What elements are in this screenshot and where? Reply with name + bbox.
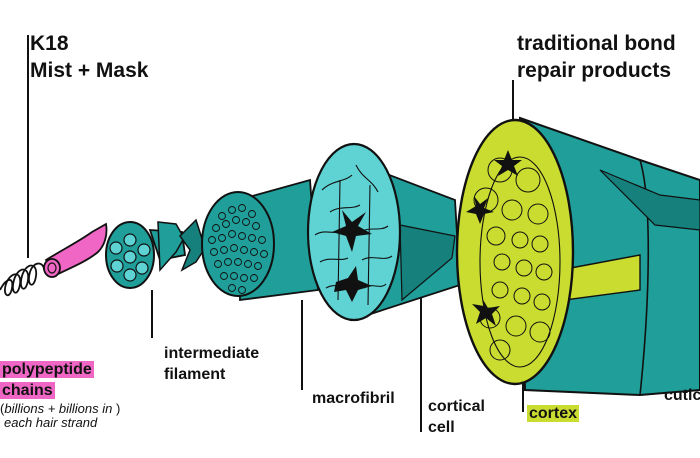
cortical-label-line2: cell [428,419,455,436]
cortex-label-text: cortex [527,405,580,422]
k18-label: K18 Mist + Mask [30,30,148,84]
traditional-label: traditional bond repair products [517,30,676,84]
cortical-label-line1: cortical [428,398,485,415]
intermediate-label-line1: intermediate [164,345,260,362]
polypeptide-note-line1: billions + billions in [4,401,113,416]
cortical-cell [306,142,461,322]
macrofibril-bundle [179,178,319,302]
polypeptide-coil [0,262,45,297]
cortex-label: cortex [527,403,580,424]
polypeptide-label-line1: polypeptide [0,361,94,378]
pink-ribbon [43,222,108,278]
note-close-paren: ) [112,401,121,416]
cortex-cylinder [455,116,700,397]
k18-label-line1: K18 [30,32,69,55]
note-open-paren: ( [0,401,5,416]
cortical-label: cortical cell [428,396,485,438]
k18-label-line2: Mist + Mask [30,59,149,82]
polypeptide-note-line2: each hair strand [4,415,98,430]
cuticle-label: cutic [664,387,700,404]
intermediate-label-line2: filament [164,366,226,383]
intermediate-label: intermediate filament [164,343,259,385]
macrofibril-label: macrofibril [312,390,395,407]
traditional-label-line2: repair products [517,59,672,82]
traditional-label-line1: traditional bond [517,32,676,55]
polypeptide-note: (billions + billions in ) each hair stra… [0,402,120,430]
polypeptide-label-line2: chains [0,382,55,399]
polypeptide-label: polypeptide chains [0,359,94,401]
intermediate-filament [105,221,187,289]
